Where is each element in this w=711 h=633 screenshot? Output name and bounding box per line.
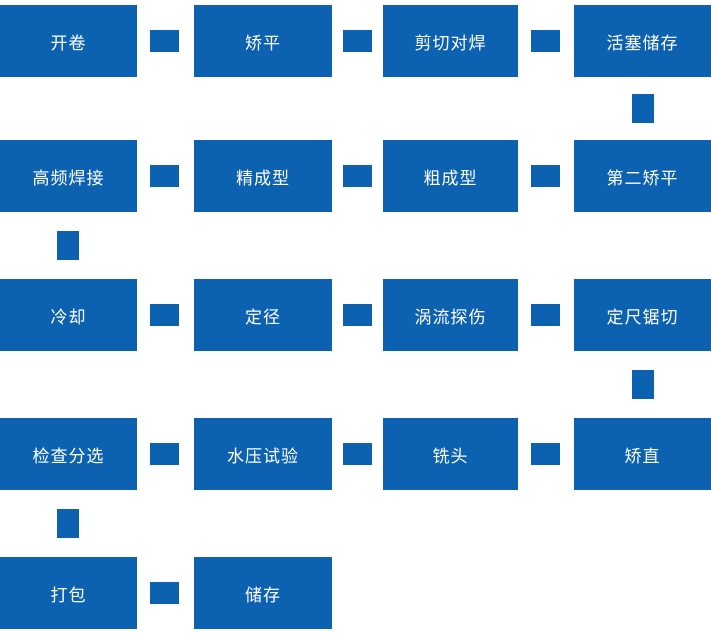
flow-connector (531, 165, 560, 187)
step-rough-forming: 粗成型 (383, 140, 518, 212)
step-hydrostatic-testing: 水压试验 (194, 418, 332, 490)
flow-connector-vertical (57, 231, 79, 260)
flow-connector (531, 443, 560, 465)
flow-connector (150, 443, 179, 465)
step-piston-storage: 活塞储存 (574, 5, 711, 77)
step-uncoiling: 开卷 (0, 5, 137, 77)
step-inspection-sorting: 检查分选 (0, 418, 137, 490)
step-storage: 储存 (194, 557, 332, 629)
step-straightening: 矫直 (574, 418, 711, 490)
flow-connector (531, 30, 560, 52)
flow-connector (343, 443, 372, 465)
flow-connector (150, 30, 179, 52)
flow-connector (343, 165, 372, 187)
flow-connector (150, 165, 179, 187)
step-end-milling: 铣头 (383, 418, 518, 490)
step-hf-welding: 高频焊接 (0, 140, 137, 212)
flow-connector-vertical (57, 509, 79, 538)
flow-connector-vertical (632, 370, 654, 399)
flow-connector (150, 304, 179, 326)
step-cut-to-length-sawing: 定尺锯切 (574, 279, 711, 351)
step-packing: 打包 (0, 557, 137, 629)
flow-connector-vertical (632, 94, 654, 123)
step-shear-butt-welding: 剪切对焊 (383, 5, 518, 77)
step-cooling: 冷却 (0, 279, 137, 351)
step-eddy-current-testing: 涡流探伤 (383, 279, 518, 351)
step-fine-forming: 精成型 (194, 140, 332, 212)
step-leveling: 矫平 (194, 5, 332, 77)
flow-connector (150, 582, 179, 604)
step-sizing: 定径 (194, 279, 332, 351)
flow-connector (531, 304, 560, 326)
flow-connector (343, 30, 372, 52)
flow-connector (343, 304, 372, 326)
step-second-leveling: 第二矫平 (574, 140, 711, 212)
